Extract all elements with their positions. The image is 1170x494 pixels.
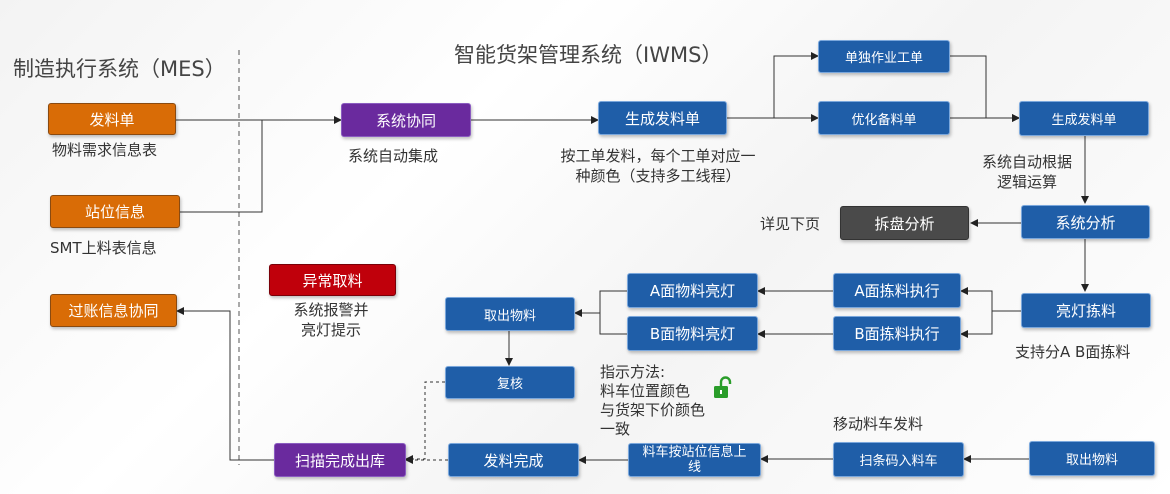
unpack-analysis-box: 拆盘分析 (840, 206, 969, 240)
cart-online-box: 料车按站位信息上线 (628, 443, 761, 477)
single-work-order-box: 单独作业工单 (818, 40, 950, 73)
exception-pick-box: 异常取料 (269, 264, 396, 296)
b-light-box: B面物料亮灯 (627, 316, 758, 351)
line-alight-to-take (574, 290, 627, 317)
indicate-line-2: 料车位置颜色 (600, 382, 691, 400)
line-gen-to-single (727, 52, 819, 119)
ab-support-note: 支持分A B面拣料 (1015, 343, 1131, 361)
alarm-line-2: 亮灯提示 (300, 321, 361, 339)
take-out-box-2: 取出物料 (1029, 441, 1155, 476)
alarm-line-1: 系统报警并 (293, 301, 369, 319)
posting-box: 过账信息协同 (50, 294, 177, 327)
auto-integrate-note: 系统自动集成 (348, 147, 439, 165)
issue-order-box: 发料单 (48, 103, 176, 135)
unlock-icon (714, 376, 732, 398)
take-out-box-1: 取出物料 (445, 297, 575, 331)
b-pick-exec-box: B面拣料执行 (833, 316, 961, 351)
review-box: 复核 (445, 366, 575, 399)
indicate-line-1: 指示方法: (600, 363, 666, 381)
indicate-line-3: 与货架下价颜色 (600, 401, 706, 419)
iwms-title: 智能货架管理系统（IWMS） (454, 43, 723, 67)
light-pick-box: 亮灯拣料 (1021, 293, 1151, 328)
system-collab-box: 系统协同 (341, 103, 471, 137)
line-blight-to-take (599, 313, 627, 335)
mes-title: 制造执行系统（MES） (13, 57, 226, 81)
a-light-box: A面物料亮灯 (627, 273, 758, 308)
auto-calc-line-2: 逻辑运算 (996, 173, 1057, 191)
station-info-box: 站位信息 (50, 195, 180, 228)
line-single-to-gen2 (950, 55, 1020, 122)
scan-cart-box: 扫条码入料车 (833, 442, 964, 477)
line-station-to-merge (180, 120, 263, 213)
issue-complete-box: 发料完成 (448, 443, 579, 477)
per-order-line-1: 按工单发料，每个工单对应一 (560, 147, 756, 165)
smt-table-note: SMT上料表信息 (50, 239, 157, 257)
optimize-prep-box: 优化备料单 (818, 101, 950, 135)
mobile-cart-note: 移动料车发料 (833, 415, 924, 433)
gen-issue-box-2: 生成发料单 (1019, 101, 1149, 136)
indicate-line-4: 一致 (600, 420, 631, 438)
per-order-line-2: 种颜色（支持多工线程） (575, 167, 741, 185)
material-demand-note: 物料需求信息表 (52, 141, 158, 159)
system-analysis-box: 系统分析 (1021, 205, 1150, 239)
line-review-to-scan (405, 381, 445, 463)
gen-issue-box-1: 生成发料单 (598, 101, 727, 135)
scan-complete-box: 扫描完成出库 (274, 443, 406, 477)
alarm-note: 系统报警并 亮灯提示 (276, 300, 386, 340)
line-scan-to-posting (176, 307, 274, 461)
per-order-note: 按工单发料，每个工单对应一 种颜色（支持多工线程） (540, 146, 776, 186)
auto-calc-line-1: 系统自动根据 (981, 153, 1072, 171)
a-pick-exec-box: A面拣料执行 (833, 273, 961, 308)
auto-calc-note: 系统自动根据 逻辑运算 (972, 152, 1082, 192)
line-light-to-a (960, 287, 1021, 312)
see-next-note: 详见下页 (760, 215, 821, 233)
indicate-note: 指示方法: 料车位置颜色 与货架下价颜色 一致 (600, 363, 705, 439)
line-light-to-b (960, 311, 993, 338)
